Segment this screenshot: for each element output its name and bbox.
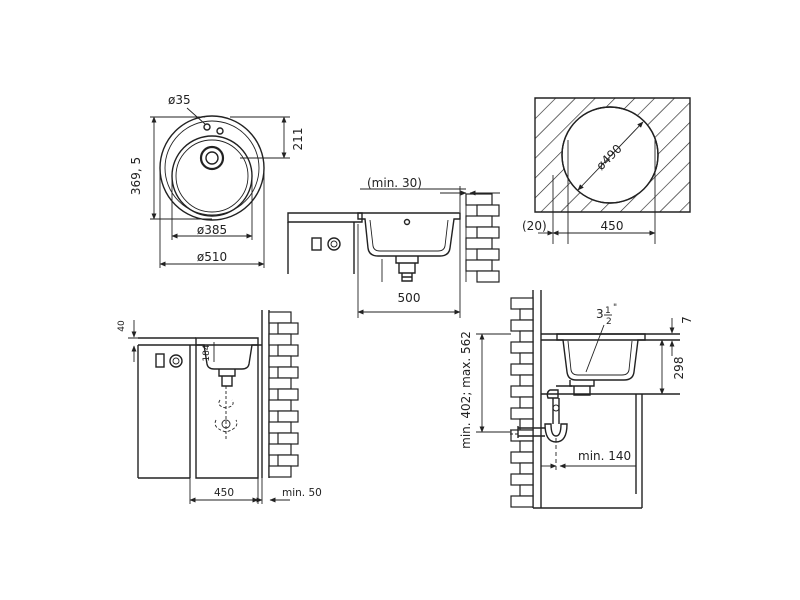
inner-diameter-label: ø385 — [197, 223, 227, 237]
countertop — [287, 212, 363, 223]
tap-offset-label: 211 — [291, 128, 305, 151]
drain-outlet — [199, 145, 225, 171]
overflow-hole — [216, 127, 224, 135]
sink-bowl-inner-line — [567, 340, 633, 376]
width-label: 500 — [398, 291, 421, 305]
offset-label: (20) — [522, 219, 547, 233]
cabinet-view: 40 184 — [117, 310, 322, 504]
drain-body — [398, 263, 416, 274]
sink-bowl-inner-line — [369, 219, 449, 252]
control-knob-center — [330, 240, 338, 248]
outlet-height-label: min. 402; max. 562 — [459, 331, 473, 449]
wall-gap-label: min. 50 — [282, 487, 322, 499]
sink-bowl — [171, 135, 253, 217]
sink-bowl-profile — [195, 337, 259, 370]
tap-hole-leader — [186, 107, 206, 125]
drain-size-denominator: 2 — [606, 317, 612, 327]
outer-diameter-label: ø510 — [197, 250, 227, 264]
drain-size-mark: " — [613, 303, 617, 313]
drain-tail — [401, 273, 413, 282]
cabinet-box — [137, 345, 191, 479]
siphon-dashed — [214, 386, 238, 440]
vertical-pipe — [552, 398, 560, 424]
drain-plug — [205, 151, 219, 165]
sink-profile — [357, 212, 461, 257]
siphon-trap — [544, 423, 568, 443]
control-knob — [327, 237, 341, 251]
drain-view: 3 1 2 " 7 298 min. 402; max. 562 min. 14… — [459, 290, 694, 509]
drain-fitting — [569, 380, 595, 396]
cutout-diameter-dim — [577, 121, 644, 191]
height-label: 369, 5 — [129, 157, 143, 195]
wall-bricks — [268, 311, 299, 478]
drain-size-numerator: 1 — [605, 306, 611, 316]
wall-bricks — [465, 193, 500, 283]
drain-size-whole: 3 — [596, 307, 604, 321]
siphon-joint — [221, 419, 231, 429]
sink-top-view: ø35 211 369, 5 ø385 ø510 — [129, 93, 305, 268]
sink-outer-rim — [159, 115, 265, 221]
outlet-offset-label: min. 140 — [578, 449, 631, 463]
cutout-circle — [561, 106, 659, 204]
top-height-label: 40 — [117, 320, 127, 332]
wall-bricks — [510, 297, 534, 508]
overflow-hole — [403, 218, 411, 226]
bowl-depth-label: 184 — [202, 344, 212, 361]
bowl-depth-label: 298 — [672, 357, 686, 380]
cabinet-inner — [195, 345, 259, 479]
cabinet-width-label: 450 — [214, 487, 234, 499]
counter-thickness-label: 7 — [680, 316, 694, 324]
sink-side-section: (min. 30) 500 — [287, 176, 500, 318]
overflow-pipe — [546, 385, 572, 399]
cabinet-side — [287, 222, 355, 274]
width-label: 450 — [601, 219, 624, 233]
control-slot — [311, 237, 322, 251]
cutout-view: ø490 (20) 450 — [522, 97, 691, 244]
tap-hole — [203, 123, 211, 131]
tap-hole-label: ø35 — [168, 93, 191, 107]
min-edge-label: (min. 30) — [367, 176, 422, 190]
outlet-pipe — [517, 426, 545, 438]
drain-collar — [395, 256, 419, 264]
drain-size-leader — [585, 324, 605, 373]
sink-rim-inner — [164, 120, 260, 216]
sink-bowl-profile — [556, 333, 646, 381]
drain-fitting — [218, 369, 236, 387]
sink-bowl-inner — [175, 139, 249, 213]
